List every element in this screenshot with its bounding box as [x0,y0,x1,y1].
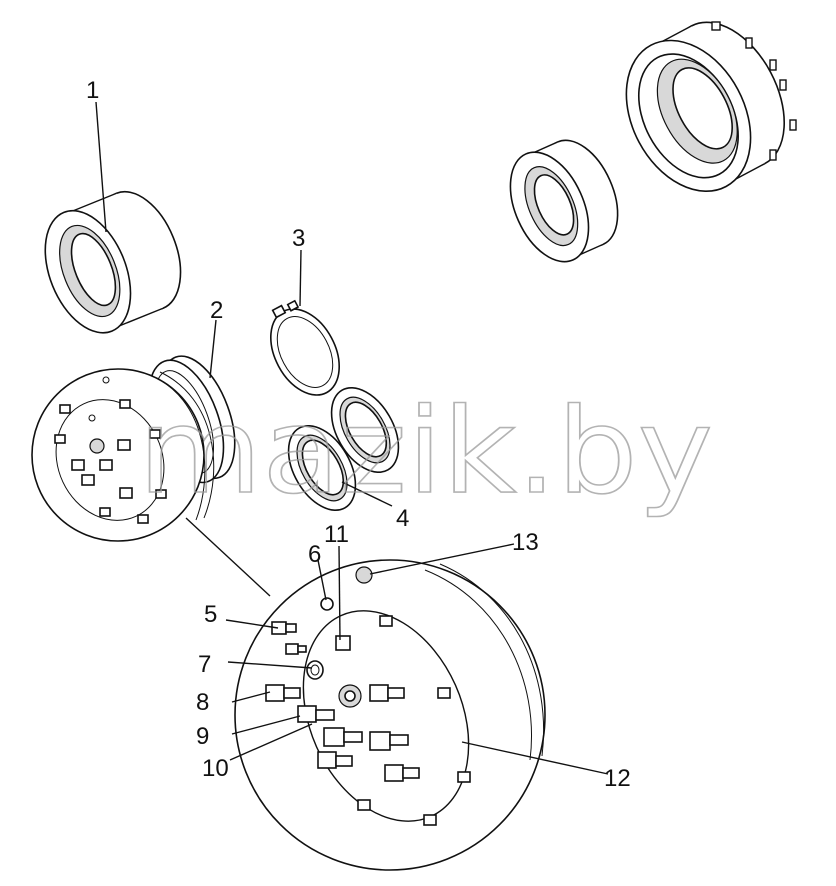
part-1-bearing-ring [44,190,182,334]
callout-3: 3 [292,225,305,252]
callout-1: 1 [86,77,99,104]
callout-6: 6 [308,541,321,568]
callout-10: 10 [202,755,229,782]
callout-4: 4 [396,505,409,532]
assembled-hub-drawing [509,21,797,263]
callout-labels: 1 2 3 4 5 6 7 8 9 10 11 12 13 [86,77,631,792]
detail-connector-line [185,517,271,597]
callout-2: 2 [210,297,223,324]
callout-11: 11 [324,521,349,548]
watermark-text: mazik.by [138,382,713,520]
part-3-lock-washer [270,299,340,396]
callout-8: 8 [196,689,209,716]
leader-lines [95,101,609,775]
callout-13: 13 [512,529,539,556]
part-4-slotted-nuts [287,386,400,512]
callout-9: 9 [196,723,209,750]
callout-7: 7 [198,651,211,678]
detail-circle-large [234,559,546,871]
detail-circle-small [31,368,215,542]
callout-12: 12 [604,765,631,792]
callout-5: 5 [204,601,217,628]
